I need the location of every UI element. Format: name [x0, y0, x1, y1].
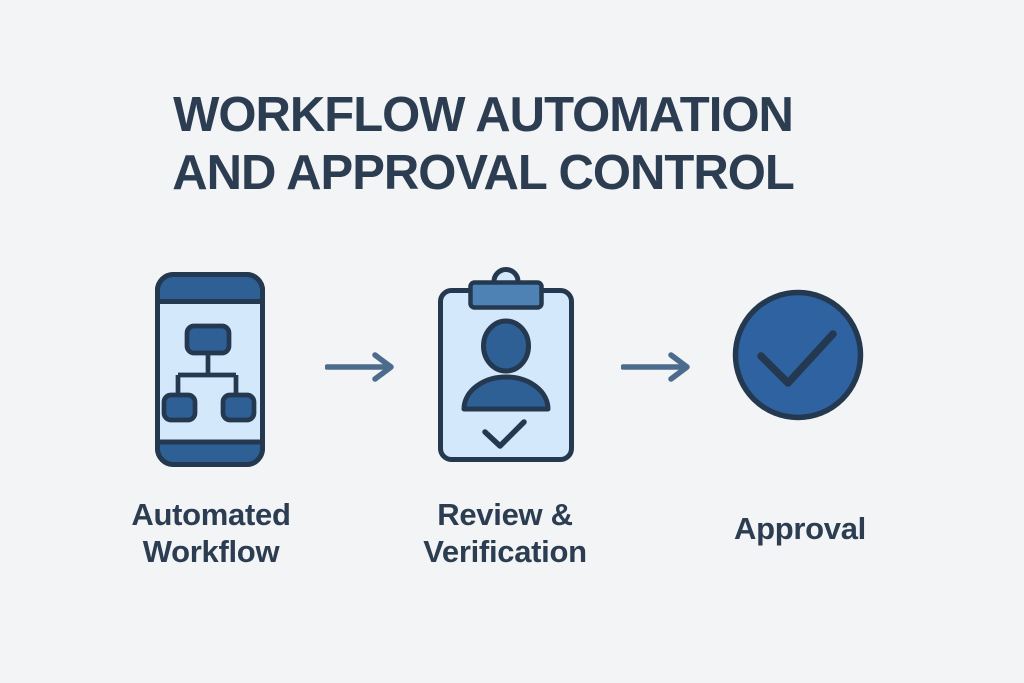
page-title: WORKFLOW AUTOMATION AND APPROVAL CONTROL	[0, 86, 966, 202]
page-title-line1: WORKFLOW AUTOMATION	[173, 88, 794, 142]
connector-1	[324, 352, 397, 387]
arrow-right-icon	[620, 352, 690, 382]
arrow-right-icon	[324, 352, 394, 382]
page-title-line2: AND APPROVAL CONTROL	[172, 146, 795, 200]
clipboard-person-check-icon	[438, 267, 574, 462]
smartphone-flowchart-icon	[155, 272, 265, 467]
step-automated-workflow	[155, 272, 265, 472]
check-circle-icon	[732, 289, 864, 421]
step-label-review-verification: Review & Verification	[423, 497, 587, 569]
step-review-verification	[437, 263, 575, 468]
step-approval	[732, 289, 864, 426]
step-label-automated-workflow: Automated Workflow	[131, 497, 291, 569]
connector-2	[620, 352, 693, 387]
step-label-approval: Approval	[734, 511, 866, 546]
